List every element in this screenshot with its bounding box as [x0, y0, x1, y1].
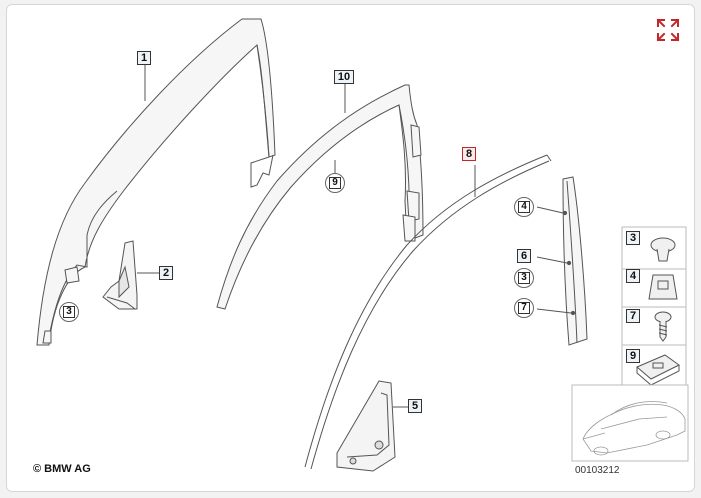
- image-number: 00103212: [575, 465, 620, 476]
- hardware-label-rivet[interactable]: 3: [626, 231, 640, 245]
- callout-circled-right-7-number: 7: [518, 302, 530, 314]
- callout-clip-4[interactable]: 4: [514, 197, 534, 217]
- expanding-rivet-icon: [650, 237, 676, 262]
- parts-diagram[interactable]: [7, 5, 695, 492]
- callout-small-triangle[interactable]: 2: [159, 266, 173, 280]
- callout-circled-right-3[interactable]: 3: [514, 268, 534, 288]
- hardware-label-retaining-clip[interactable]: 9: [626, 349, 640, 363]
- callout-a-pillar[interactable]: 1: [137, 51, 151, 65]
- leader-line: [536, 206, 564, 214]
- callout-circled-left[interactable]: 3: [59, 302, 79, 322]
- window-channel-seal: [304, 154, 552, 470]
- callout-clip-4-number: 4: [518, 201, 530, 213]
- diagram-panel: 1 2 3 10 9 8 4 6 3 7 5 3 4 7 9 © BMW AG …: [6, 4, 695, 492]
- callout-guide-rail[interactable]: 6: [517, 249, 531, 263]
- callout-large-triangle[interactable]: 5: [408, 399, 422, 413]
- leader-line: [536, 256, 568, 264]
- callout-circled-right-7[interactable]: 7: [514, 298, 534, 318]
- callout-window-seal[interactable]: 8: [462, 147, 476, 161]
- callout-circled-right-3-number: 3: [518, 272, 530, 284]
- hardware-label-screw[interactable]: 7: [626, 309, 640, 323]
- callout-circled-middle-number: 9: [329, 177, 341, 189]
- callout-circled-left-number: 3: [63, 306, 75, 318]
- small-triangle-trim: [102, 240, 138, 310]
- screw-icon: [654, 311, 672, 342]
- spring-nut-clip-icon: [648, 274, 678, 300]
- b-pillar-guide-rail: [562, 176, 588, 346]
- vehicle-thumbnail: [571, 384, 689, 462]
- door-frame-trim: [216, 84, 424, 310]
- callout-circled-middle[interactable]: 9: [325, 173, 345, 193]
- a-pillar-trim: [36, 18, 276, 346]
- leader-line: [536, 308, 572, 314]
- large-triangle-trim: [336, 380, 396, 472]
- copyright-text: © BMW AG: [33, 463, 91, 475]
- expand-icon[interactable]: [655, 17, 681, 43]
- callout-door-frame[interactable]: 10: [334, 70, 354, 84]
- hardware-label-clip[interactable]: 4: [626, 269, 640, 283]
